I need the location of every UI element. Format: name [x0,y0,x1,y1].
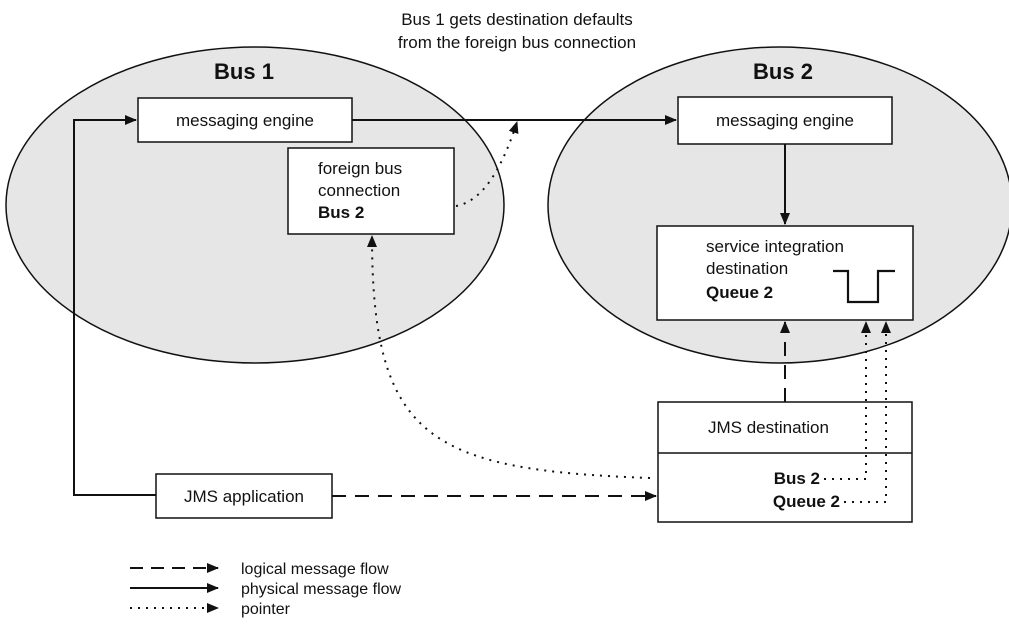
bus1-title: Bus 1 [214,59,274,84]
destination-name: Queue 2 [706,283,773,302]
foreign-bus-connection-box [287,147,455,235]
jms-destination-bus: Bus 2 [774,469,820,488]
physical-flow-app-to-me1 [73,115,156,496]
annotation-line-2: from the foreign bus connection [398,33,636,52]
legend-logical-label: logical message flow [241,561,389,578]
bus2-messaging-engine-box [677,96,893,145]
legend-physical-label: physical message flow [241,581,402,598]
bus2-messaging-engine-label: messaging engine [716,111,854,130]
foreign-bus-line-1: foreign bus [318,159,402,178]
jms-destination-queue: Queue 2 [773,492,840,511]
jms-destination-title: JMS destination [708,418,829,437]
jms-application-label: JMS application [184,487,304,506]
foreign-bus-name: Bus 2 [318,203,364,222]
destination-line-1: service integration [706,237,844,256]
jms-application-box [155,473,333,519]
destination-line-2: destination [706,259,788,278]
service-integration-destination-box [656,225,914,321]
bus2-title: Bus 2 [753,59,813,84]
queue-icon [833,269,895,304]
bus1-ellipse [5,46,505,364]
bus1-messaging-engine-label: messaging engine [176,111,314,130]
legend-pointer-label: pointer [241,601,291,618]
foreign-bus-line-2: connection [318,181,400,200]
pointer-bus2-to-foreign-bus [367,235,651,479]
bus1-messaging-engine-box [137,97,353,143]
pointer-bus2-to-queue [824,321,871,480]
pointer-queue-to-queue [844,321,891,503]
annotation-line-1: Bus 1 gets destination defaults [401,10,633,29]
